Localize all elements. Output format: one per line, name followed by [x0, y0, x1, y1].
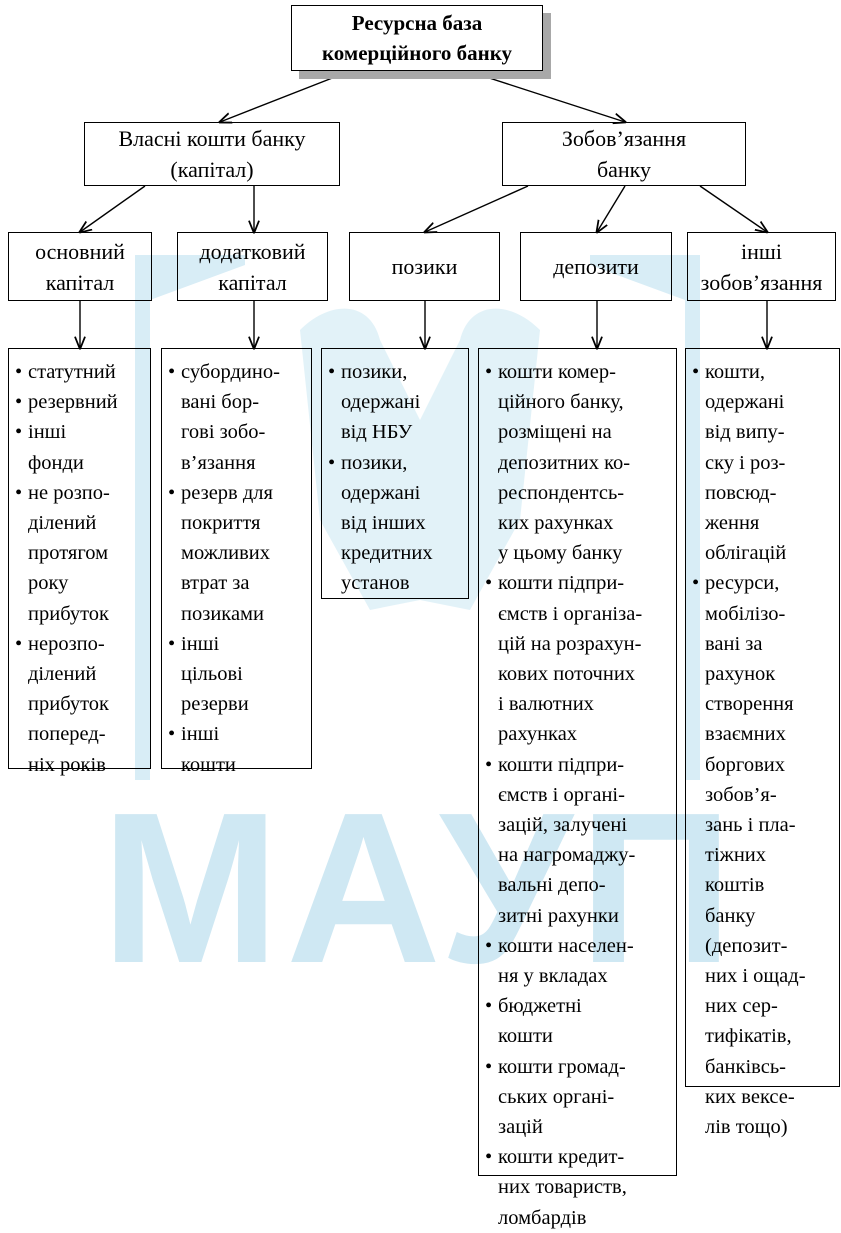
root-node: Ресурсна база комерційного банку	[291, 5, 543, 71]
list-item: кошти громад- ських органі- зацій	[485, 1052, 673, 1143]
loans-line1: позики	[391, 254, 458, 279]
list-item: бюджетні кошти	[485, 991, 673, 1051]
additional-capital-line2: капітал	[218, 269, 287, 295]
liabilities-node: Зобов’язання банку	[502, 122, 746, 186]
list-item: кошти підпри- ємств і організа- цій на р…	[485, 568, 673, 749]
additional-capital-list: субордино- вані бор- гові зобо- в’язання…	[161, 348, 312, 776]
watermark-shield-right	[590, 255, 700, 780]
other-liabilities-line1: інші	[741, 238, 782, 264]
loans-list: позики, одержані від НБУ позики, одержан…	[321, 348, 469, 599]
list-item: кошти комер- ційного банку, розміщені на…	[485, 357, 673, 568]
connector-arrows	[0, 74, 841, 1183]
list-item: субордино- вані бор- гові зобо- в’язання	[168, 357, 308, 478]
deposits-node: депозити	[520, 232, 672, 301]
core-capital-node: основний капітал	[8, 232, 152, 301]
other-liabilities-node: інші зобов’язання	[687, 232, 836, 301]
list-item: резервний	[15, 387, 147, 417]
list-item: інші цільові резерви	[168, 629, 308, 720]
own-funds-node: Власні кошти банку (капітал)	[84, 122, 340, 186]
arrow-liab-to-deposits	[597, 185, 626, 232]
deposits-line1: депозити	[553, 254, 639, 279]
arrow-root-to-liabilities	[479, 74, 625, 122]
core-capital-line2: капітал	[45, 269, 115, 295]
core-capital-line1: основний	[35, 238, 125, 264]
arrow-liab-to-other	[699, 185, 767, 232]
additional-capital-line1: додатковий	[199, 238, 306, 264]
loans-node: позики	[349, 232, 500, 301]
list-item: позики, одержані від інших кредитних уст…	[328, 448, 465, 599]
list-item: позики, одержані від НБУ	[328, 357, 465, 448]
list-item: ресурси, мобілізо- вані за рахунок створ…	[692, 568, 836, 1142]
arrow-own-to-core	[80, 185, 146, 232]
list-item: кошти кредит- них товариств, ломбардів	[485, 1142, 673, 1233]
list-item: кошти, одержані від випу- ску і роз- пов…	[692, 357, 836, 568]
deposits-list: кошти комер- ційного банку, розміщені на…	[478, 348, 677, 1229]
list-item: кошти населен- ня у вкладах	[485, 931, 673, 991]
list-item: інші кошти	[168, 719, 308, 779]
list-item: інші фонди	[15, 417, 147, 477]
liabilities-line2: банку	[596, 157, 652, 182]
own-funds-line2: (капітал)	[170, 157, 254, 182]
list-item: не розпо- ділений протягом року прибуток	[15, 478, 147, 629]
other-liabilities-line2: зобов’язання	[700, 269, 823, 295]
root-title-line2: комерційного банку	[321, 41, 513, 65]
other-liabilities-list: кошти, одержані від випу- ску і роз- пов…	[685, 348, 840, 1138]
core-capital-list: статутний резервний інші фонди не розпо-…	[8, 348, 151, 776]
own-funds-line1: Власні кошти банку	[118, 126, 306, 151]
list-item: кошти підпри- ємств і органі- зацій, зал…	[485, 750, 673, 931]
additional-capital-node: додатковий капітал	[177, 232, 328, 301]
arrow-liab-to-loans	[425, 185, 529, 232]
list-item: статутний	[15, 357, 147, 387]
list-item: резерв для покриття можливих втрат за по…	[168, 478, 308, 629]
arrow-root-to-own-funds	[220, 74, 341, 122]
liabilities-line1: Зобов’язання	[561, 126, 687, 151]
root-title-line1: Ресурсна база	[351, 11, 483, 35]
list-item: нерозпо- ділений прибуток поперед- ніх р…	[15, 629, 147, 780]
